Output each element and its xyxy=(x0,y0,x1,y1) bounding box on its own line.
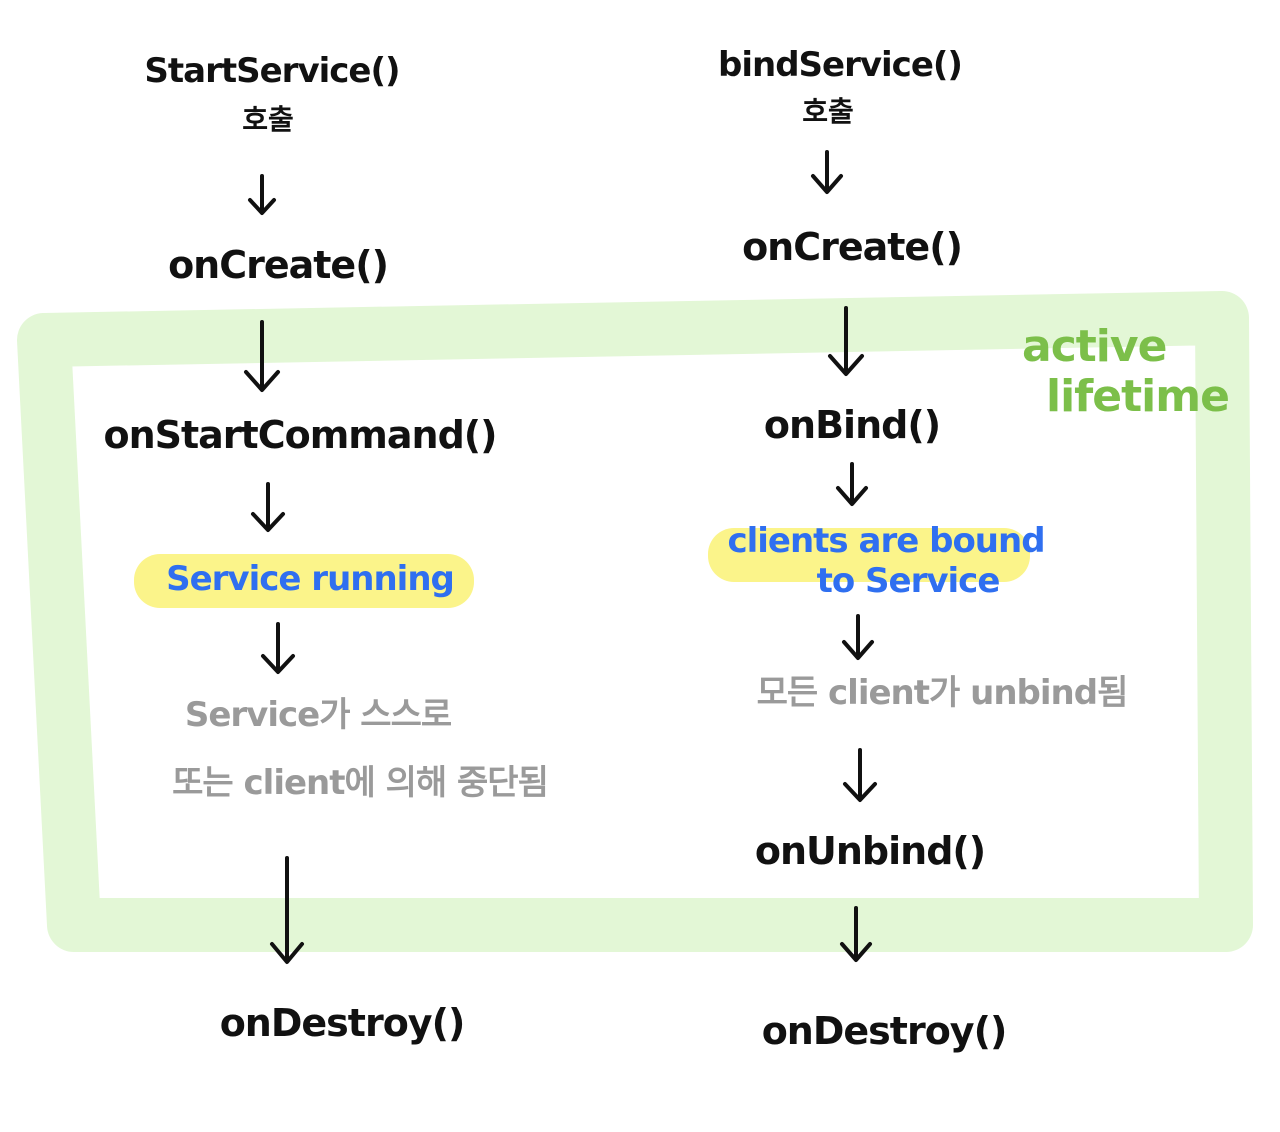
arrow-left-5 xyxy=(270,856,304,964)
arrow-left-3 xyxy=(251,482,285,532)
arrow-right-1 xyxy=(811,150,843,194)
stop-condition-line-2: 또는 client에 의해 중단됨 xyxy=(172,763,549,803)
active-lifetime-line-1: active xyxy=(1022,321,1167,372)
start-service-trigger-sub: 호출 xyxy=(242,103,294,136)
left-on-destroy: onDestroy() xyxy=(219,1001,466,1045)
clients-bound-line-1: clients are bound xyxy=(727,521,1045,561)
bind-service-trigger: bindService() xyxy=(718,45,963,85)
bind-service-trigger-sub: 호출 xyxy=(802,95,854,128)
start-service-trigger: StartService() xyxy=(144,51,400,91)
service-running-state: Service running xyxy=(166,559,455,599)
on-bind: onBind() xyxy=(763,403,941,447)
left-on-create: onCreate() xyxy=(168,243,389,287)
running-highlight xyxy=(134,554,474,608)
active-lifetime-line-2: lifetime xyxy=(1046,371,1230,422)
arrow-right-2 xyxy=(828,306,864,376)
arrow-right-3 xyxy=(836,462,868,506)
active-lifetime-frame xyxy=(17,291,1253,952)
all-clients-unbound: 모든 client가 unbind됨 xyxy=(756,673,1129,713)
right-on-create: onCreate() xyxy=(742,225,963,269)
arrow-right-4 xyxy=(842,614,874,660)
active-lifetime-label: active lifetime xyxy=(1022,321,1230,422)
arrow-left-1 xyxy=(248,174,276,215)
on-unbind: onUnbind() xyxy=(754,829,986,873)
arrow-right-6 xyxy=(840,906,872,962)
on-start-command: onStartCommand() xyxy=(103,413,497,457)
arrow-right-5 xyxy=(843,748,877,802)
stop-condition-line-1: Service가 스스로 xyxy=(184,695,452,735)
right-on-destroy: onDestroy() xyxy=(761,1009,1008,1053)
bound-highlight xyxy=(708,528,1030,582)
arrow-left-4 xyxy=(261,622,295,674)
arrow-left-2 xyxy=(244,320,280,392)
clients-bound-line-2: to Service xyxy=(816,561,1001,601)
